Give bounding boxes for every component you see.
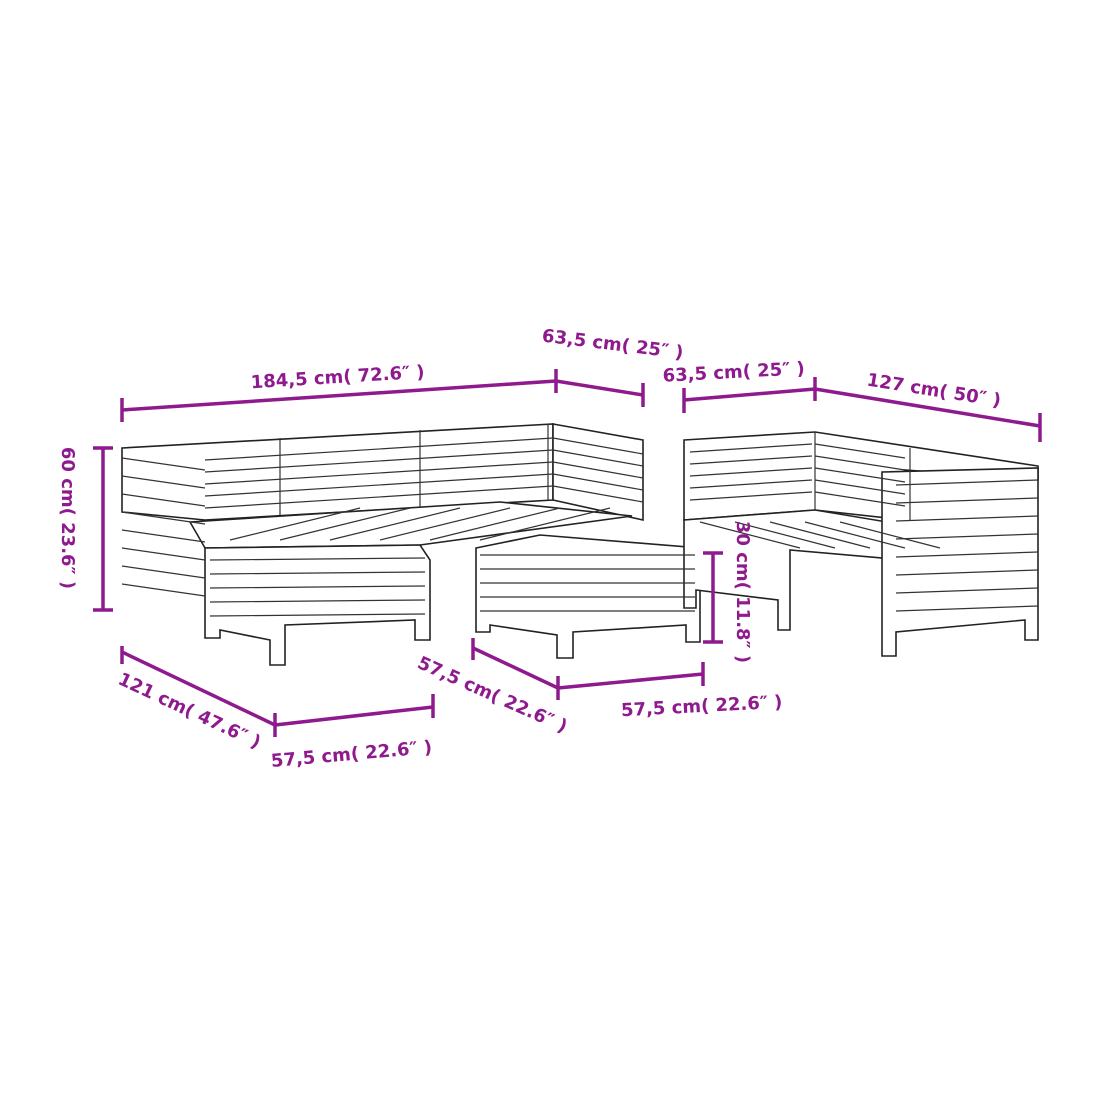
dimension-lines xyxy=(93,369,1042,737)
slat xyxy=(814,491,906,507)
slat xyxy=(552,485,644,503)
slat xyxy=(204,485,554,509)
slat xyxy=(121,529,206,543)
slat xyxy=(204,461,554,485)
slat xyxy=(279,507,411,541)
slat xyxy=(479,507,611,541)
slat xyxy=(689,491,813,501)
slat xyxy=(689,455,813,465)
slat xyxy=(895,497,1039,504)
slat xyxy=(689,479,813,489)
slat xyxy=(804,521,906,549)
right-armrest xyxy=(881,467,1039,657)
slat xyxy=(209,557,426,561)
slat xyxy=(204,437,554,461)
corner-depth-label: 63,5 cm( 25″ ) xyxy=(541,325,685,363)
slat xyxy=(814,455,906,471)
slat xyxy=(814,479,906,495)
corner-side-backrest xyxy=(552,423,644,521)
slat xyxy=(895,605,1039,612)
height-label: 60 cm( 23.6″ ) xyxy=(57,447,78,589)
slat xyxy=(814,467,906,483)
slat xyxy=(229,507,361,541)
slat xyxy=(839,521,941,549)
slat xyxy=(209,599,426,603)
slat xyxy=(734,521,836,549)
slat xyxy=(121,583,206,597)
slat xyxy=(769,521,871,549)
slat xyxy=(689,443,813,453)
left-footstool-width-label: 57,5 cm( 22.6″ ) xyxy=(270,737,433,772)
slat xyxy=(895,551,1039,558)
slat xyxy=(209,571,426,575)
sofa-width-label: 184,5 cm( 72.6″ ) xyxy=(250,362,425,394)
right-width-label: 127 cm( 50″ ) xyxy=(865,370,1002,412)
slat xyxy=(121,511,206,525)
slat xyxy=(429,507,561,541)
slat xyxy=(814,443,906,459)
slat xyxy=(552,473,644,491)
slat xyxy=(209,613,426,617)
left-sofa-seat xyxy=(188,501,633,549)
slat xyxy=(895,569,1039,576)
slat xyxy=(329,507,461,541)
slat xyxy=(121,457,206,471)
slat xyxy=(552,437,644,455)
slat xyxy=(204,473,554,497)
right-depth-label: 63,5 cm( 25″ ) xyxy=(662,358,805,386)
slat xyxy=(895,587,1039,594)
slat xyxy=(209,585,426,589)
slats xyxy=(121,424,1039,617)
slat xyxy=(699,521,801,549)
slat xyxy=(379,507,511,541)
furniture-drawing xyxy=(121,423,1039,666)
footstool-height-label: 30 cm( 11.8″ ) xyxy=(732,521,753,663)
footstool-depth-label: 57,5 cm( 22.6″ ) xyxy=(414,653,570,738)
slat xyxy=(552,461,644,479)
left-footstool xyxy=(204,544,431,666)
slat xyxy=(121,547,206,561)
slat xyxy=(689,467,813,477)
sofa-depth-label: 121 cm( 47.6″ ) xyxy=(115,669,264,753)
slat xyxy=(121,475,206,489)
slat xyxy=(895,515,1039,522)
slat xyxy=(204,449,554,473)
slat xyxy=(895,479,1039,486)
slat xyxy=(552,449,644,467)
slat xyxy=(895,533,1039,540)
footstool-width-label: 57,5 cm( 22.6″ ) xyxy=(620,692,782,721)
slat xyxy=(121,565,206,579)
slat xyxy=(121,493,206,507)
